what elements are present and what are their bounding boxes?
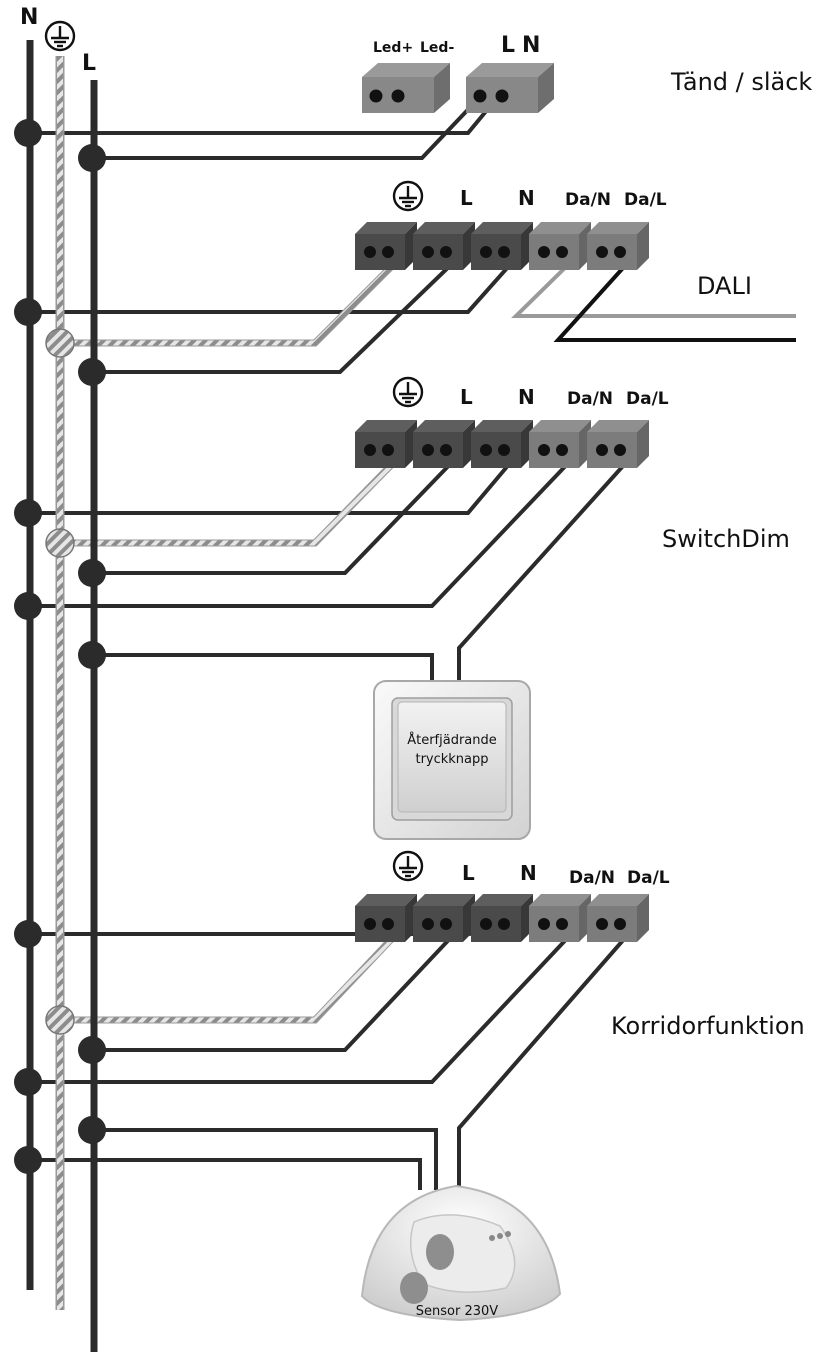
junction-dot: [14, 1146, 42, 1174]
wire-k-dan: [30, 928, 577, 1084]
wire-sd-dal: [457, 454, 634, 680]
korridor-dan-label: Da/N: [569, 868, 615, 888]
dali-dal-label: Da/L: [624, 190, 667, 210]
junction-dot: [14, 592, 42, 620]
wire-k-l: [92, 928, 460, 1052]
earth-wire-k: [60, 927, 403, 1024]
switchdim-dan-label: Da/N: [567, 389, 613, 409]
junction-dot: [14, 298, 42, 326]
wire-tand-l: [92, 96, 481, 160]
korridor-title: Korridorfunktion: [611, 1012, 805, 1040]
rail-n-label: N: [20, 5, 38, 30]
dali-bus-grey: [511, 256, 796, 318]
earth-junction-dot: [45, 528, 75, 558]
wire-dali-n: [28, 256, 518, 314]
wire-sd-dan: [30, 454, 577, 608]
junction-dot: [78, 358, 106, 386]
junctions: [14, 119, 106, 1174]
wire-k-sensor-l: [92, 1128, 438, 1190]
sensor-device: Sensor 230V: [360, 1184, 562, 1322]
korridor-terminal-block: [355, 894, 649, 942]
wire-k-dal: [457, 928, 634, 1190]
tand-section: Led+ Led- L N Tänd / släck: [362, 33, 812, 113]
switchdim-title: SwitchDim: [662, 525, 790, 553]
earth-junctions: [45, 328, 75, 1035]
junction-dot: [78, 1036, 106, 1064]
switchdim-terminal-block: [355, 420, 649, 468]
dali-l-label: L: [460, 186, 473, 210]
button-label-line1: Återfjädrande: [407, 732, 497, 748]
wire-k-sensor-n: [30, 1158, 422, 1190]
earth-junction-dot: [45, 1005, 75, 1035]
earth-wire-dali: [60, 255, 403, 347]
switchdim-l-label: L: [460, 385, 473, 409]
ln-terminal: [466, 63, 554, 113]
wire-sd-btn-l: [92, 653, 434, 680]
junction-dot: [14, 119, 42, 147]
earth-junction-dot: [45, 328, 75, 358]
wires: [28, 96, 634, 1190]
earth-wire-sd: [60, 453, 403, 547]
tand-title: Tänd / släck: [670, 68, 812, 96]
push-button: Återfjädrande tryckknapp: [373, 680, 531, 840]
wire-sd-n: [28, 454, 518, 515]
korridor-l-label: L: [462, 861, 475, 885]
dali-title: DALI: [697, 272, 752, 300]
wire-dali-l: [92, 256, 460, 374]
sensor-label: Sensor 230V: [416, 1304, 499, 1319]
tand-led-minus-label: Led-: [420, 40, 454, 56]
switchdim-dal-label: Da/L: [626, 389, 669, 409]
junction-dot: [14, 920, 42, 948]
korridor-section: L N Da/N Da/L Korridorfunktion Sensor 23…: [355, 850, 805, 1322]
switchdim-n-label: N: [518, 385, 535, 409]
junction-dot: [78, 559, 106, 587]
tand-led-plus-label: Led+: [373, 40, 413, 56]
earth-wires: [60, 255, 403, 1024]
dali-dan-label: Da/N: [565, 190, 611, 210]
button-label-line2: tryckknapp: [415, 752, 488, 767]
junction-dot: [14, 499, 42, 527]
junction-dot: [78, 641, 106, 669]
earth-ground-icon: [44, 20, 76, 52]
korridor-n-label: N: [520, 861, 537, 885]
dali-bus-black: [553, 256, 796, 342]
dali-section: L N Da/N Da/L DALI: [355, 180, 752, 300]
junction-dot: [78, 1116, 106, 1144]
korridor-earth-icon: [392, 850, 424, 882]
led-terminal: [362, 63, 450, 113]
wire-sd-l: [92, 454, 460, 575]
dali-n-label: N: [518, 186, 535, 210]
korridor-dal-label: Da/L: [627, 868, 670, 888]
dali-terminal-block: [355, 222, 649, 270]
tand-n-label: N: [522, 33, 540, 58]
rail-l-label: L: [82, 51, 96, 76]
junction-dot: [78, 144, 106, 172]
switchdim-section: L N Da/N Da/L SwitchDim Återfjädrande tr…: [355, 376, 790, 840]
switchdim-earth-icon: [392, 376, 424, 408]
dali-earth-icon: [392, 180, 424, 212]
tand-l-label: L: [501, 33, 515, 58]
junction-dot: [14, 1068, 42, 1096]
dali-bus: [511, 256, 796, 342]
